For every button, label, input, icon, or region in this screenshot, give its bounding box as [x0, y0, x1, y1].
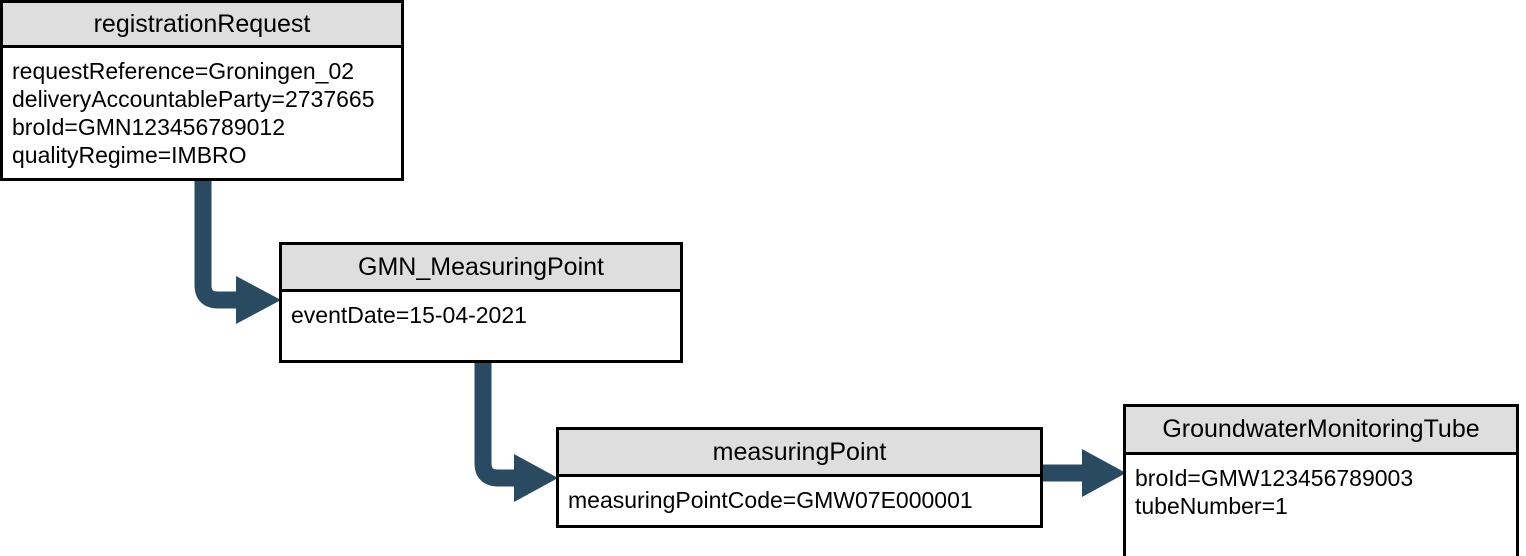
attribute-line: broId=GMW123456789003	[1135, 465, 1414, 491]
attribute-line: broId=GMN123456789012	[12, 114, 286, 140]
attribute-line: tubeNumber=1	[1135, 493, 1288, 519]
attribute-line: deliveryAccountableParty=2737665	[12, 86, 375, 112]
uml-box-title-groundwater-monitoring-tube: GroundwaterMonitoringTube	[1126, 407, 1516, 455]
uml-box-attributes-groundwater-monitoring-tube: broId=GMW123456789003 tubeNumber=1	[1126, 455, 1516, 556]
uml-box-measuring-point[interactable]: measuringPoint measuringPointCode=GMW07E…	[556, 427, 1043, 528]
uml-box-groundwater-monitoring-tube[interactable]: GroundwaterMonitoringTube broId=GMW12345…	[1123, 404, 1519, 556]
connector-gmn-measuring-point-to-measuring-point	[474, 362, 558, 502]
attribute-line: measuringPointCode=GMW07E000001	[568, 487, 973, 513]
attribute-line: eventDate=15-04-2021	[291, 302, 527, 328]
attribute-line: qualityRegime=IMBRO	[12, 142, 247, 168]
attribute-line: requestReference=Groningen_02	[12, 58, 355, 84]
uml-box-attributes-gmn-measuring-point: eventDate=15-04-2021	[282, 292, 680, 360]
uml-box-attributes-measuring-point: measuringPointCode=GMW07E000001	[559, 477, 1040, 525]
uml-box-title-registration-request: registrationRequest	[3, 3, 401, 48]
arrowhead-icon	[514, 454, 558, 502]
connector-registration-request-to-gmn-measuring-point	[194, 180, 281, 324]
connector-measuring-point-to-groundwater-monitoring-tube	[1040, 449, 1126, 497]
arrowhead-icon	[236, 276, 281, 324]
uml-box-registration-request[interactable]: registrationRequest requestReference=Gro…	[0, 0, 404, 181]
uml-box-title-gmn-measuring-point: GMN_MeasuringPoint	[282, 245, 680, 292]
uml-box-gmn-measuring-point[interactable]: GMN_MeasuringPoint eventDate=15-04-2021	[279, 242, 683, 363]
uml-box-attributes-registration-request: requestReference=Groningen_02 deliveryAc…	[3, 48, 401, 178]
uml-box-title-measuring-point: measuringPoint	[559, 430, 1040, 477]
arrowhead-icon	[1082, 449, 1126, 497]
